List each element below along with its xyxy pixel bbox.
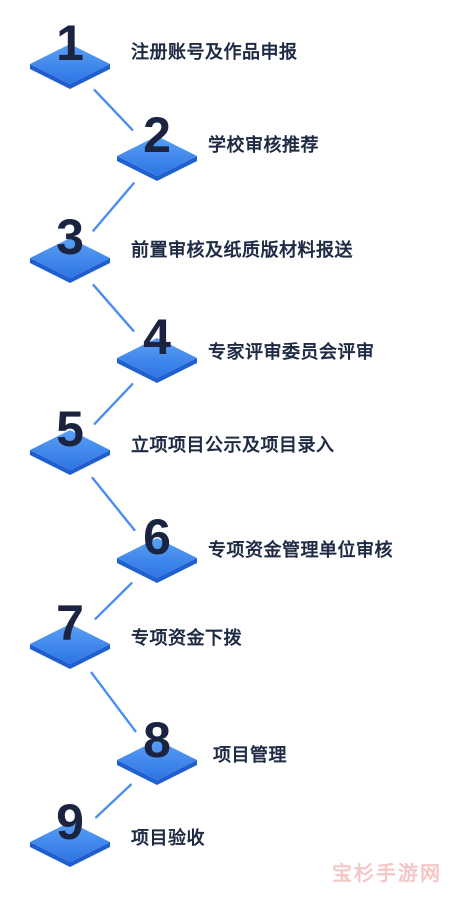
step-4-label: 专家评审委员会评审	[208, 342, 375, 363]
step-1-number: 1	[56, 15, 84, 71]
step-7-number: 7	[56, 595, 84, 651]
connector-line-8-9	[94, 783, 133, 819]
connector-line-7-8	[90, 671, 137, 733]
step-6-diamond	[117, 538, 197, 583]
step-3-diamond	[30, 238, 110, 283]
step-6-number: 6	[143, 509, 171, 565]
connector-line-3-4	[92, 284, 135, 332]
step-9-diamond	[30, 822, 110, 867]
step-5-label: 立项项目公示及项目录入	[131, 435, 335, 456]
connector-line-5-6	[91, 476, 136, 532]
step-5-number: 5	[56, 401, 84, 457]
step-1-diamond	[30, 44, 110, 89]
step-8-number: 8	[143, 712, 171, 768]
step-2-number: 2	[143, 107, 171, 163]
step-3-label: 前置审核及纸质版材料报送	[131, 240, 353, 261]
step-8-diamond	[117, 740, 197, 785]
step-2-diamond	[117, 136, 197, 181]
watermark-text: 宝杉手游网	[332, 861, 442, 885]
step-5-diamond	[30, 430, 110, 475]
step-6-label: 专项资金管理单位审核	[208, 540, 393, 561]
step-4-number: 4	[143, 309, 171, 365]
step-7-label: 专项资金下拨	[131, 628, 242, 649]
step-9-number: 9	[56, 794, 84, 850]
step-2-label: 学校审核推荐	[208, 135, 319, 156]
connector-line-4-5	[93, 383, 134, 425]
connector-line-2-3	[92, 182, 135, 232]
step-3-number: 3	[56, 209, 84, 265]
connector-line-1-2	[93, 88, 134, 132]
step-7-diamond	[30, 624, 110, 669]
step-4-diamond	[117, 338, 197, 383]
step-8-label: 项目管理	[213, 745, 287, 766]
step-9-label: 项目验收	[131, 828, 205, 849]
step-1-label: 注册账号及作品申报	[131, 42, 298, 63]
connector-line-6-7	[94, 582, 133, 620]
